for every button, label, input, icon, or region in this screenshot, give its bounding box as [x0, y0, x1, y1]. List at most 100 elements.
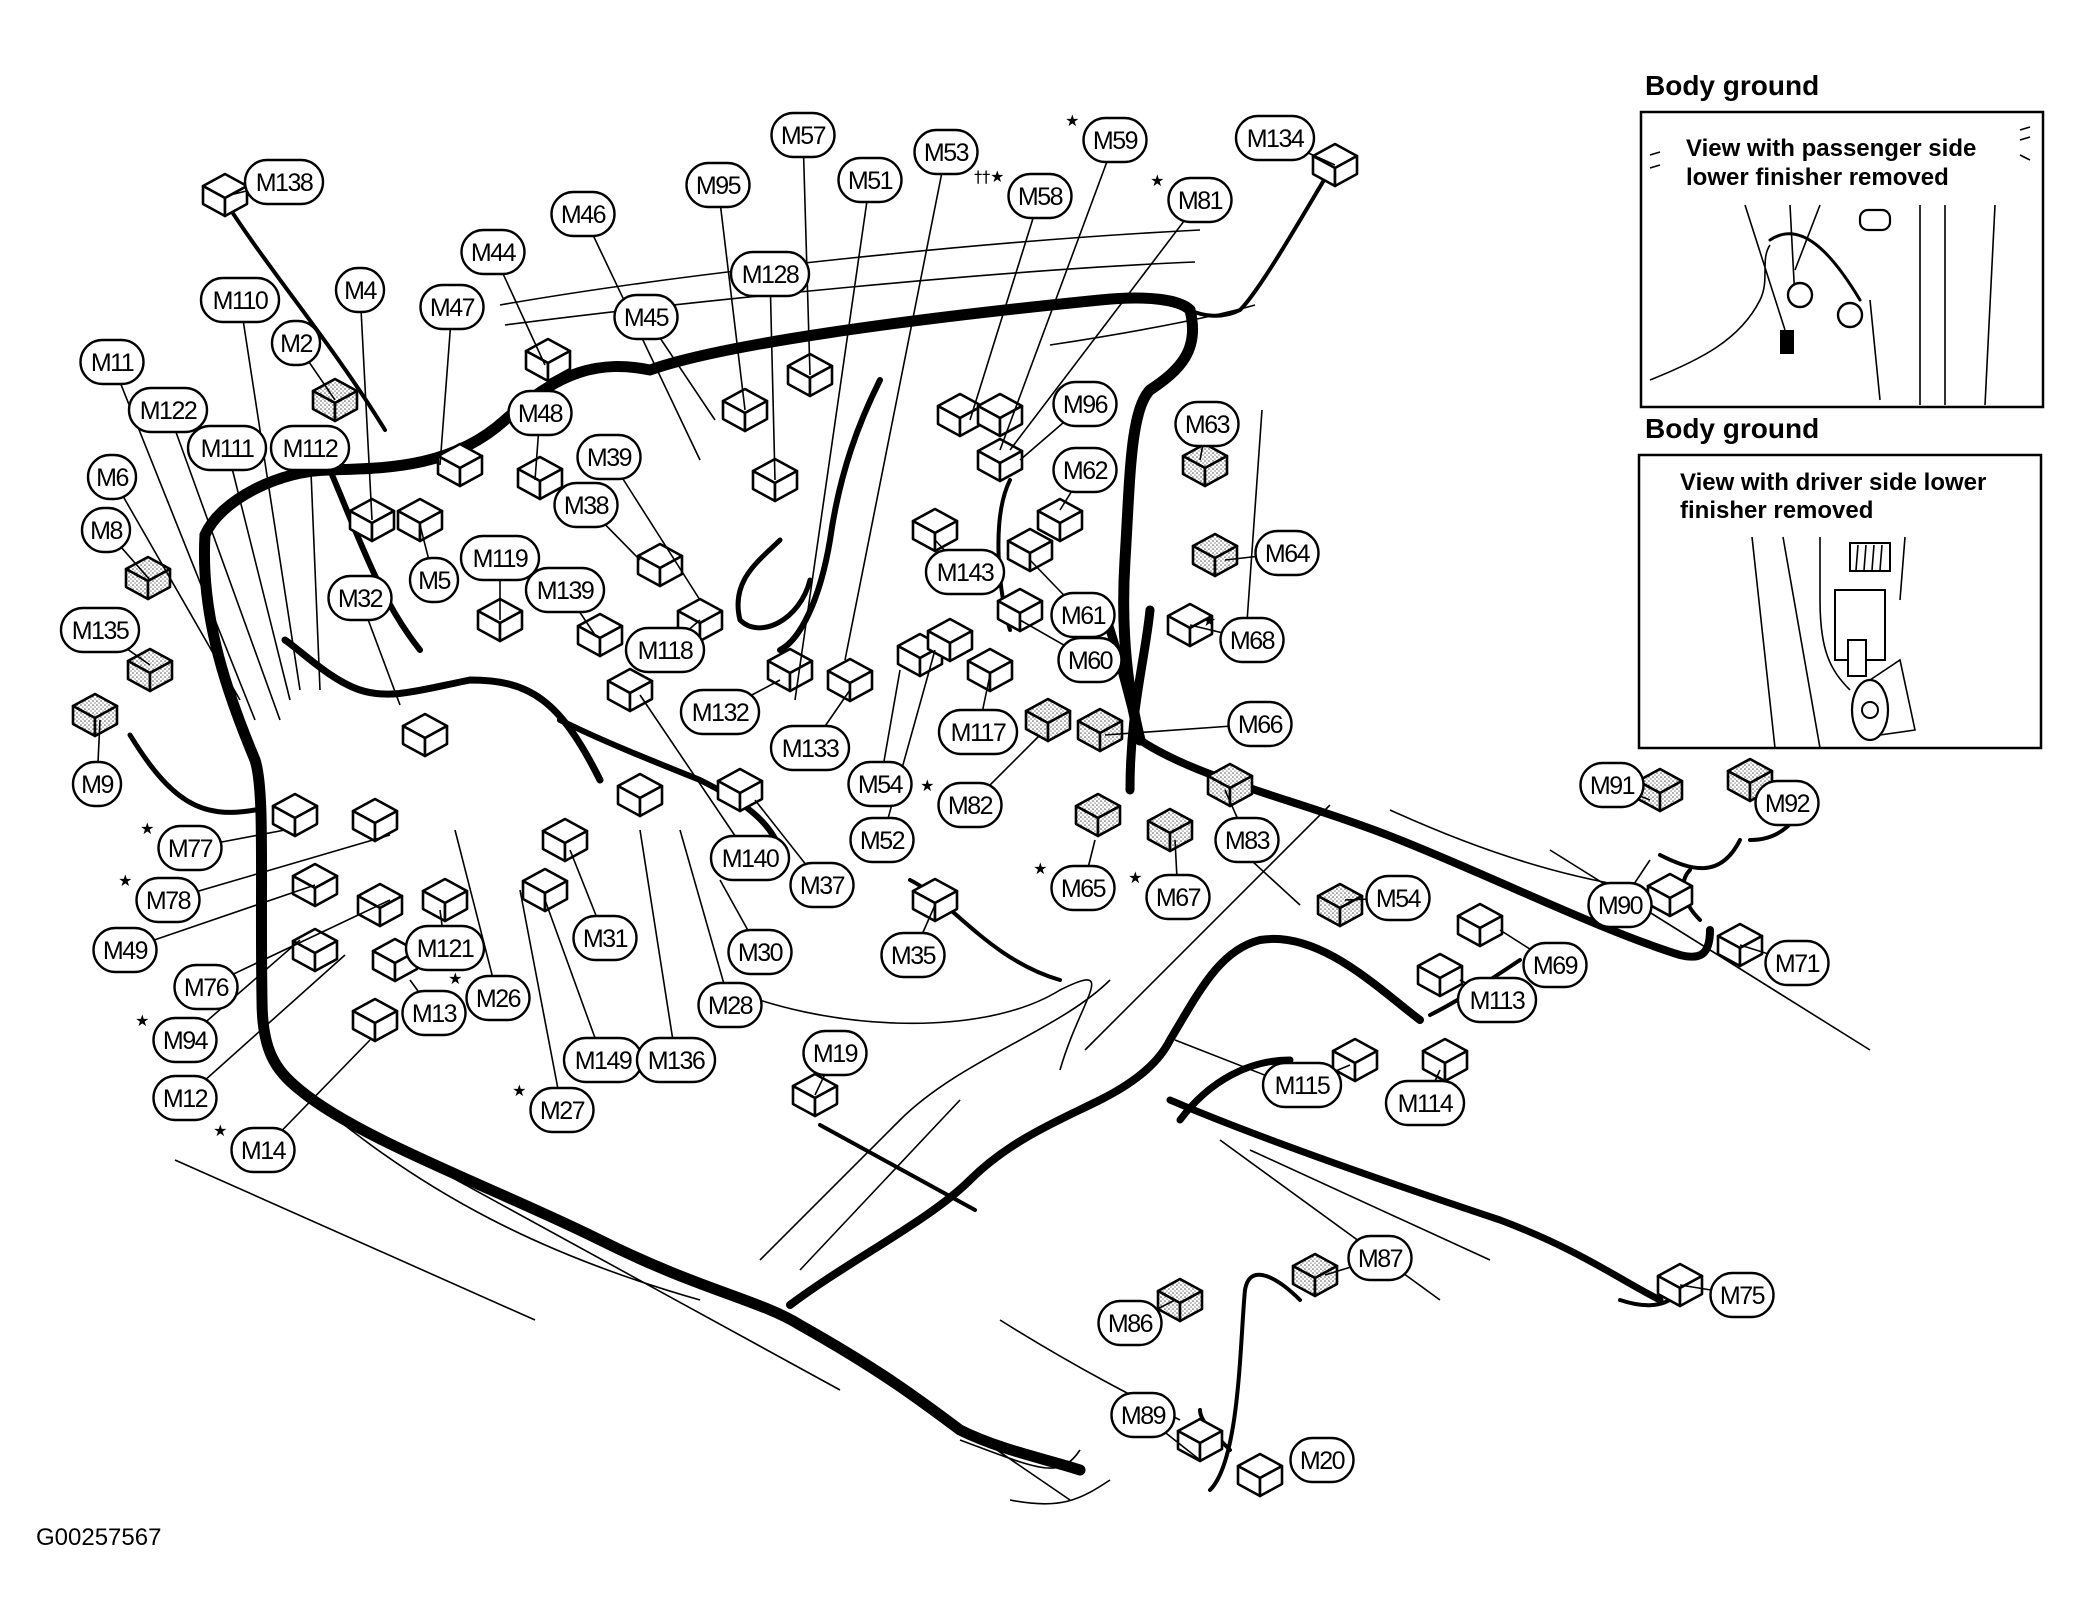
callout-label: M31: [583, 925, 628, 953]
connector-m94-icon: [291, 927, 339, 973]
callout-m27: M27★: [512, 1081, 595, 1134]
callout-label: M57: [781, 122, 826, 150]
callout-bubble: [576, 433, 642, 481]
callout-m76: M76: [173, 963, 239, 1011]
inset-passenger-caption-line1: View with passenger side: [1686, 135, 1976, 162]
callout-bubble: [199, 276, 281, 324]
callout-m45: M45: [613, 293, 679, 341]
inset-driver-title: Body ground: [1645, 413, 1819, 444]
callout-bubble: [152, 1074, 218, 1122]
connector-m63-icon: [1181, 442, 1229, 488]
callout-label: M51: [848, 167, 893, 195]
callout-label: M143: [937, 559, 994, 587]
callout-m63: M63: [1174, 400, 1240, 448]
callout-m4: M4: [334, 266, 386, 314]
callout-m92: M92: [1754, 779, 1820, 827]
connector-m149-icon: [521, 867, 569, 913]
leader-m49: [124, 884, 316, 951]
callout-m135: M135: [59, 606, 141, 654]
callout-label: M78: [146, 887, 191, 915]
callout-label: M112: [283, 435, 338, 463]
callout-bubble: [404, 924, 486, 972]
connector-m60-icon: [996, 587, 1044, 633]
leader-lines: [96, 134, 1798, 1466]
connector-m32-icon: [401, 712, 449, 758]
callout-bubble: [1007, 172, 1073, 220]
connector-m59-icon: [976, 392, 1024, 438]
leader-m58: [969, 195, 1041, 421]
callout-label: M28: [708, 992, 753, 1020]
inset-passenger-title: Body ground: [1645, 70, 1819, 101]
callout-label: M27: [540, 1097, 585, 1125]
callout-m134: M134: [1234, 114, 1316, 162]
callout-bubble: [1254, 529, 1320, 577]
callout-label: M30: [738, 939, 783, 967]
callout-bubble: [59, 606, 141, 654]
connector-m90-icon: [1646, 872, 1694, 918]
callout-m61: M61: [1050, 591, 1116, 639]
callout-m54b: M54: [1365, 874, 1431, 922]
callout-m6: M6: [86, 453, 138, 501]
callout-label: M66: [1238, 711, 1283, 739]
inset-driver-side: Body ground View with driver side lower …: [1637, 413, 2043, 750]
callout-bubble: [1347, 1234, 1413, 1282]
note-marker: ★: [1202, 611, 1216, 630]
callout-bubble: [1384, 1079, 1466, 1127]
connector-m49-icon: [291, 862, 339, 908]
callout-label: M138: [256, 169, 313, 197]
callout-bubble: [243, 158, 325, 206]
callout-bubble: [789, 861, 855, 909]
callout-label: M69: [1533, 952, 1578, 980]
callout-label: M111: [201, 435, 254, 463]
leader-m39: [608, 456, 701, 601]
note-marker: ††★: [974, 167, 1004, 186]
connector-m83-icon: [1206, 762, 1254, 808]
callout-bubble: [550, 190, 616, 238]
callout-bubble: [1227, 700, 1293, 748]
callout-label: M96: [1063, 391, 1108, 419]
callout-m114: M114: [1384, 1079, 1466, 1127]
callout-m69: M69: [1522, 941, 1588, 989]
callout-bubble: [572, 914, 638, 962]
callout-label: M89: [1121, 1402, 1166, 1430]
connector-m19-icon: [791, 1072, 839, 1118]
callout-bubble: [1261, 1061, 1343, 1109]
connector-m91-icon: [1636, 767, 1684, 813]
callout-label: M68: [1230, 627, 1275, 655]
callout-bubble: [553, 481, 619, 529]
callout-bubble: [697, 981, 763, 1029]
callout-m11: M11: [79, 338, 145, 386]
callout-label: M35: [891, 942, 936, 970]
callout-label: M128: [742, 261, 799, 289]
callout-bubble: [769, 724, 851, 772]
figure-id: G00257567: [36, 1524, 161, 1551]
connector-m5-icon: [396, 497, 444, 543]
connector-m87-icon: [1291, 1252, 1339, 1298]
callout-m9: M9: [71, 760, 123, 808]
callout-bubble: [86, 453, 138, 501]
callout-bubble: [401, 989, 467, 1037]
callout-label: M4: [344, 277, 377, 305]
callout-label: M110: [213, 287, 268, 315]
connector-m96-icon: [976, 437, 1024, 483]
callout-label: M47: [430, 294, 475, 322]
callout-m133: M133: [769, 724, 851, 772]
connector-m57-icon: [786, 352, 834, 398]
callout-bubble: [334, 266, 386, 314]
callout-m113: M113: [1456, 976, 1538, 1024]
leader-m140: [639, 694, 751, 859]
callout-m37: M37: [789, 861, 855, 909]
connector-m9-icon: [71, 692, 119, 738]
note-marker: ★: [135, 1011, 149, 1030]
callout-label: M64: [1265, 540, 1311, 568]
connector-m75-icon: [1656, 1262, 1704, 1308]
callout-m35: M35: [880, 931, 946, 979]
callout-m89: M89: [1110, 1391, 1176, 1439]
connector-m8-icon: [124, 555, 172, 601]
leader-m28: [679, 829, 731, 1006]
callout-label: M49: [103, 937, 148, 965]
callout-m71: M71: [1764, 939, 1830, 987]
callout-m110: M110: [199, 276, 281, 324]
connector-m30-icon: [616, 772, 664, 818]
